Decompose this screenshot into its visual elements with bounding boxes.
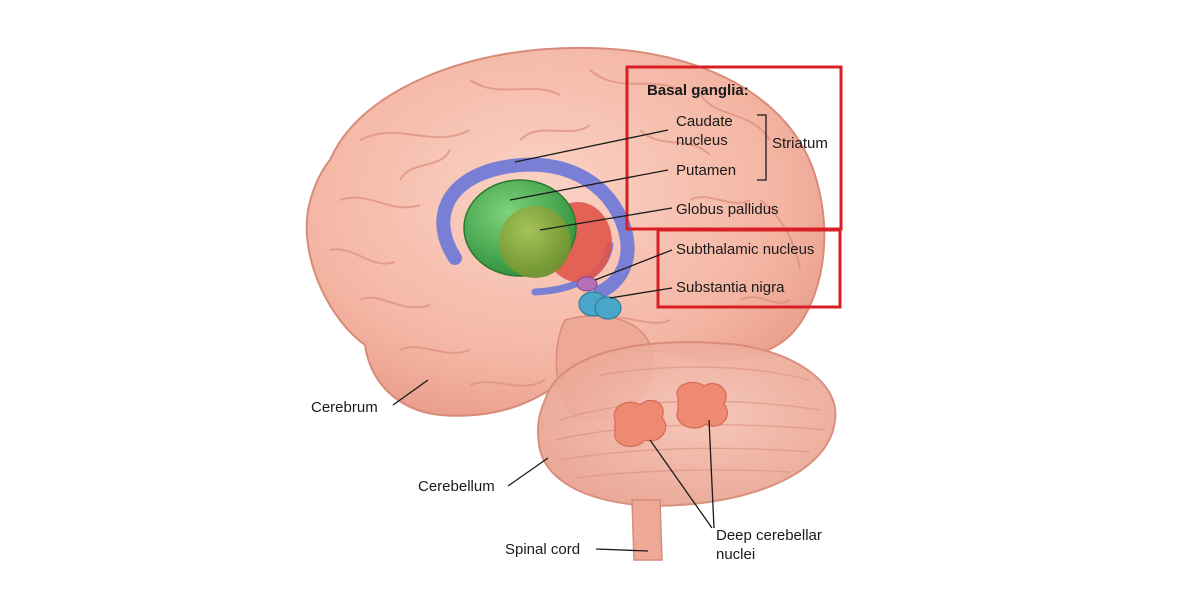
deep-cerebellar-label-line2: nuclei bbox=[716, 546, 755, 563]
cerebellum-label: Cerebellum bbox=[418, 478, 495, 495]
striatum-label: Striatum bbox=[772, 135, 828, 152]
substantia-nigra-label: Substantia nigra bbox=[676, 279, 785, 296]
spinal-cord-label: Spinal cord bbox=[505, 541, 580, 558]
cerebrum-label: Cerebrum bbox=[311, 399, 378, 416]
caudate-label-line2: nucleus bbox=[676, 132, 728, 149]
putamen-label: Putamen bbox=[676, 162, 736, 179]
subthalamic-nucleus-label: Subthalamic nucleus bbox=[676, 241, 814, 258]
globus-pallidus-label: Globus pallidus bbox=[676, 201, 779, 218]
substantia-nigra bbox=[578, 291, 622, 320]
deep-cerebellar-nuclei bbox=[613, 381, 728, 448]
leader-lines bbox=[392, 114, 767, 552]
globus-pallidus bbox=[499, 206, 571, 278]
caudate-label-line1: Caudate bbox=[676, 113, 733, 130]
subthalamic-nucleus bbox=[576, 276, 598, 292]
basal-ganglia-heading: Basal ganglia: bbox=[647, 82, 749, 99]
subthalamic-nigra-highlight-box bbox=[656, 228, 842, 309]
spinal-cord bbox=[631, 499, 663, 561]
deep-cerebellar-label-line1: Deep cerebellar bbox=[716, 527, 822, 544]
